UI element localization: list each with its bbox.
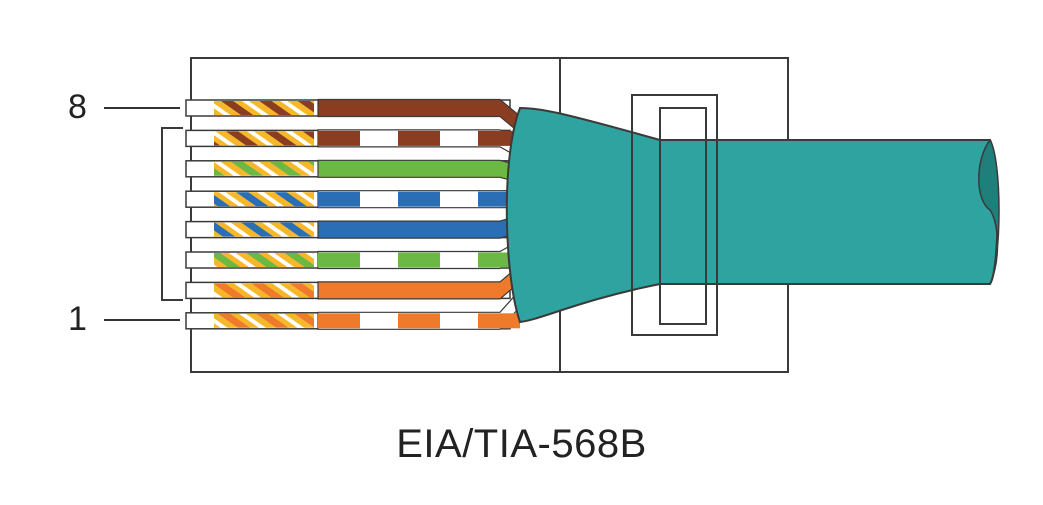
wire-1-stripe-block — [478, 313, 520, 329]
bracket-line — [161, 127, 183, 301]
wire-conductors — [317, 98, 531, 330]
wire-3-stripe-block — [398, 252, 440, 268]
gold-contact-2 — [214, 283, 314, 298]
wire-4-blue — [317, 211, 531, 239]
standard-caption: EIA/TIA-568B — [396, 422, 647, 466]
gold-contact-1 — [214, 313, 314, 328]
wire-1-stripe-block — [398, 313, 440, 329]
gold-contact-8 — [214, 101, 314, 115]
cable-jacket — [505, 106, 1000, 324]
gold-contact-6 — [214, 161, 314, 176]
latch-clip — [631, 94, 718, 336]
wire-7-stripe-block — [398, 130, 440, 146]
gold-contact-4 — [214, 222, 314, 237]
gold-contact-7 — [214, 131, 314, 146]
cable-sleeve — [505, 106, 999, 324]
pin-1-label: 1 — [68, 300, 87, 338]
pin-8-label: 8 — [68, 88, 87, 126]
gold-contact-5 — [214, 192, 314, 207]
pin-bracket — [161, 127, 183, 301]
wire-3-stripe-block — [318, 252, 360, 268]
pin-leader-lines — [104, 107, 180, 321]
gold-contact-3 — [214, 253, 314, 267]
wire-7-stripe-block — [318, 130, 360, 146]
wire-5-stripe-block — [398, 191, 440, 207]
wire-6-green — [317, 159, 531, 187]
latch-inner — [659, 107, 707, 325]
cable-cut-end — [978, 138, 1000, 285]
latch-outer — [631, 94, 718, 336]
wire-7-stripe-block — [478, 130, 520, 146]
wire-1-stripe-block — [318, 313, 360, 329]
wire-5-stripe-block — [318, 191, 360, 207]
